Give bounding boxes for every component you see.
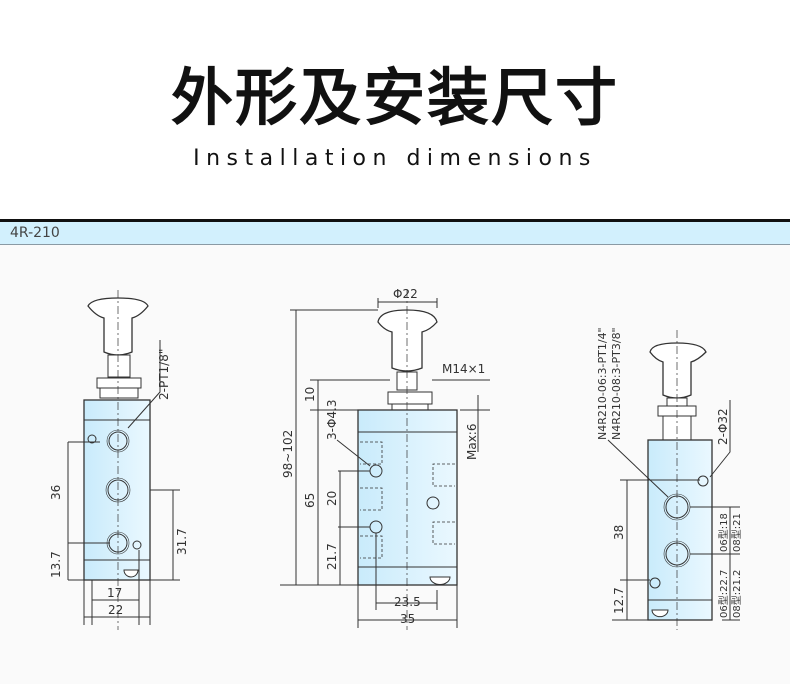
thread-label: M14×1 bbox=[442, 362, 485, 376]
dim-10: 10 bbox=[303, 387, 317, 402]
dim-13-7: 13.7 bbox=[49, 551, 63, 578]
dim-17: 17 bbox=[107, 586, 122, 600]
port-06-label: N4R210-06:3-PT1/4" bbox=[596, 327, 609, 440]
front-view: Φ22 M14×1 Max:6 3-Φ4.3 98~102 10 65 20 2… bbox=[280, 287, 490, 630]
dim-06-18: 06型:18 bbox=[717, 513, 730, 552]
holes-label: 3-Φ4.3 bbox=[325, 400, 339, 441]
dim-22: 22 bbox=[108, 603, 123, 617]
mount-holes-label: 2-Φ32 bbox=[716, 408, 730, 445]
dim-21-7: 21.7 bbox=[325, 543, 339, 570]
side-port-label: 2-PT1/8" bbox=[157, 349, 171, 400]
dim-06-22-7: 06型:22.7 bbox=[717, 570, 730, 618]
page-title: 外形及安装尺寸 bbox=[170, 61, 619, 134]
dim-20: 20 bbox=[325, 491, 339, 506]
dim-38: 38 bbox=[612, 525, 626, 540]
dim-35: 35 bbox=[400, 612, 415, 626]
dim-total: 98~102 bbox=[281, 430, 295, 478]
dim-phi22: Φ22 bbox=[393, 287, 418, 301]
dim-12-7: 12.7 bbox=[612, 587, 626, 614]
dim-08-21: 08型:21 bbox=[730, 513, 743, 552]
side-view: 2-PT1/8" 36 13.7 31.7 17 22 bbox=[49, 290, 189, 630]
dim-36: 36 bbox=[49, 485, 63, 500]
model-label: 4R-210 bbox=[10, 225, 60, 241]
model-bar: 4R-210 bbox=[0, 219, 790, 245]
dim-23-5: 23.5 bbox=[394, 595, 421, 609]
port-08-label: N4R210-08:3-PT3/8" bbox=[610, 327, 623, 440]
page-subtitle: Installation dimensions bbox=[193, 146, 597, 171]
dim-65: 65 bbox=[303, 493, 317, 508]
dim-08-21-2: 08型:21.2 bbox=[730, 570, 743, 618]
rear-view: N4R210-06:3-PT1/4" N4R210-08:3-PT3/8" 2-… bbox=[596, 327, 743, 630]
max-label: Max:6 bbox=[465, 424, 479, 461]
dim-31-7: 31.7 bbox=[175, 528, 189, 555]
